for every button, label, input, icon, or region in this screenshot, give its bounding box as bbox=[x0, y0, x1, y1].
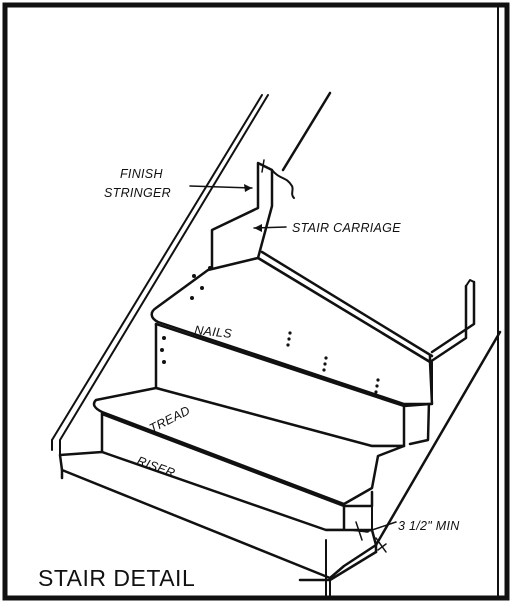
diagram-title: STAIR DETAIL bbox=[38, 565, 195, 591]
label-min-overhang: 3 1/2" MIN bbox=[398, 519, 460, 533]
label-stair-carriage: STAIR CARRIAGE bbox=[292, 221, 401, 235]
label-stringer: STRINGER bbox=[104, 186, 171, 200]
label-finish: FINISH bbox=[120, 167, 163, 181]
upper-carriage-edge bbox=[281, 91, 332, 172]
wall-edge bbox=[51, 94, 269, 456]
leader-lines bbox=[189, 184, 397, 553]
finish-stringer bbox=[210, 159, 295, 272]
nails-dots bbox=[160, 266, 380, 394]
label-nails: NAILS bbox=[194, 323, 233, 341]
bottom-tread bbox=[58, 450, 378, 599]
